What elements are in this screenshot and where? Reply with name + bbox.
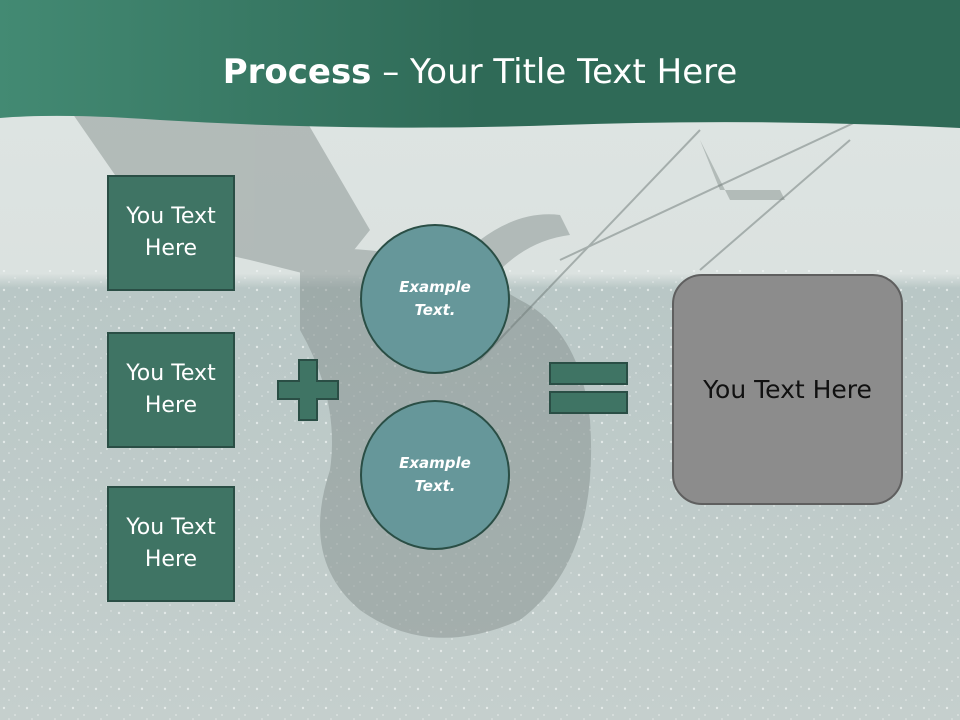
plus-icon bbox=[277, 359, 339, 421]
box-line: Here bbox=[144, 393, 198, 418]
result-box[interactable]: You Text Here bbox=[672, 274, 903, 505]
box-line: You Text bbox=[126, 515, 216, 540]
title-rest: – Your Title Text Here bbox=[371, 52, 738, 92]
box-line: You Text bbox=[126, 361, 216, 386]
box-line: Here bbox=[144, 236, 198, 261]
circle-line: Example bbox=[399, 278, 471, 296]
circle-line: Example bbox=[399, 454, 471, 472]
box-line: You Text bbox=[126, 204, 216, 229]
page-title: Process – Your Title Text Here bbox=[0, 52, 960, 92]
equals-icon bbox=[549, 362, 628, 414]
result-text: You Text Here bbox=[703, 375, 872, 404]
circle-line: Text. bbox=[414, 477, 456, 495]
title-bold: Process bbox=[222, 52, 372, 92]
box-line: Here bbox=[144, 547, 198, 572]
header-band bbox=[0, 0, 960, 128]
circle-line: Text. bbox=[414, 301, 456, 319]
